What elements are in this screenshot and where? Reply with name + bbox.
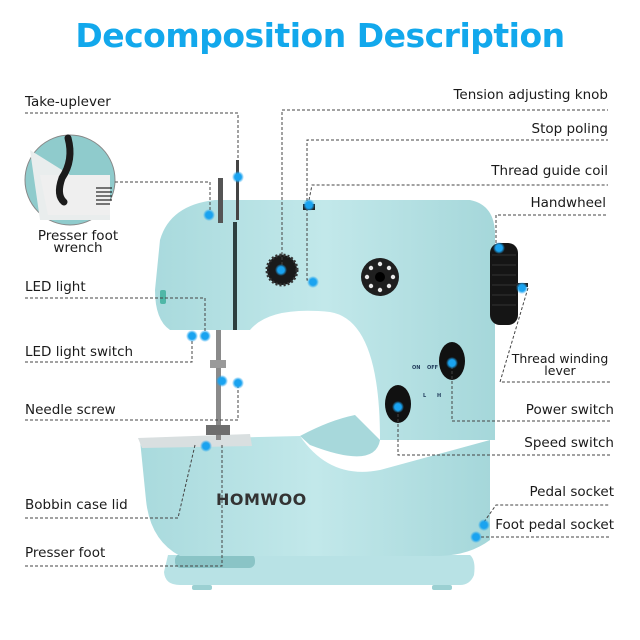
label-handwheel: Handwheel — [530, 195, 606, 211]
part-markers — [186, 171, 528, 543]
label-thread-winding-lever: Thread winding lever — [511, 351, 609, 378]
power-on-mark: ON — [412, 365, 421, 371]
speed-low-mark: L — [423, 393, 427, 399]
presser-foot-wrench-inset — [24, 134, 116, 226]
label-presser-foot-wrench: Presser foot wrench — [37, 228, 119, 256]
label-needle-screw: Needle screw — [25, 402, 116, 418]
label-power-switch: Power switch — [525, 402, 614, 418]
sewing-machine — [138, 160, 528, 590]
label-led-light: LED light — [25, 279, 86, 295]
label-presser-foot: Presser foot — [25, 545, 106, 561]
label-foot-pedal-socket: Foot pedal socket — [495, 517, 614, 533]
label-take-up-lever: Take-uplever — [25, 94, 111, 110]
speed-high-mark: H — [437, 393, 442, 399]
label-tension-adjusting-knob: Tension adjusting knob — [453, 87, 608, 103]
label-stop-poling: Stop poling — [531, 121, 608, 137]
label-thread-guide-coil: Thread guide coil — [491, 163, 608, 179]
label-pedal-socket: Pedal socket — [529, 484, 614, 500]
label-led-light-switch: LED light switch — [25, 344, 134, 360]
label-speed-switch: Speed switch — [524, 435, 614, 451]
label-bobbin-case-lid: Bobbin case lid — [25, 497, 128, 513]
brand-logo: HOMWOO — [216, 490, 307, 509]
power-off-mark: OFF — [427, 365, 439, 371]
page-title: Decomposition Description — [75, 16, 565, 55]
